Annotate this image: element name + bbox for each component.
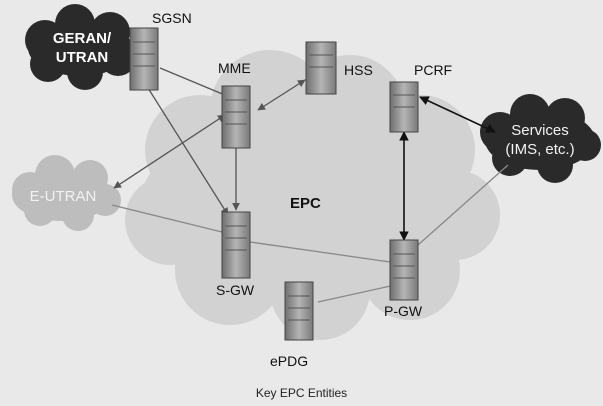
epdg-label: ePDG (270, 353, 309, 369)
sgw-label: S-GW (216, 282, 255, 298)
geran-utran-line2: UTRAN (55, 49, 109, 66)
epc-label: EPC (290, 195, 321, 212)
pcrf-label: PCRF (414, 62, 453, 78)
link-pgw-epdg (317, 284, 396, 303)
eutran-cloud (12, 155, 121, 231)
mme-label: MME (218, 60, 251, 76)
pgw-server (389, 239, 419, 301)
services-line2: (IMS, etc.) (505, 141, 575, 158)
link-sgsn-mme (159, 67, 233, 99)
link-mme-eutran (113, 114, 226, 189)
link-mme-hss (257, 79, 306, 111)
services-cloud (480, 94, 601, 183)
pgw-label: P-GW (384, 303, 423, 319)
geran-utran-line1: GERAN/ (52, 30, 112, 47)
link-sgw-pgw (249, 241, 391, 263)
services-label: Services (IMS, etc.) (495, 121, 585, 159)
link-pgw-services (417, 164, 509, 246)
sgsn-server (129, 27, 159, 91)
figure-caption: Key EPC Entities (255, 386, 348, 400)
link-pcrf-services (419, 96, 496, 133)
geran-utran-cloud (25, 4, 136, 90)
sgw-server (221, 211, 251, 279)
sgsn-label: SGSN (152, 10, 192, 26)
geran-utran-label: GERAN/ UTRAN (48, 29, 116, 67)
hss-server (305, 41, 337, 95)
link-eutran-sgw (111, 204, 223, 233)
pcrf-server (389, 81, 419, 133)
hss-label: HSS (344, 62, 373, 78)
links (111, 67, 509, 303)
mme-server (221, 85, 251, 149)
eutran-label: E-UTRAN (29, 188, 97, 205)
services-line1: Services (511, 122, 569, 139)
epdg-server (284, 281, 314, 341)
